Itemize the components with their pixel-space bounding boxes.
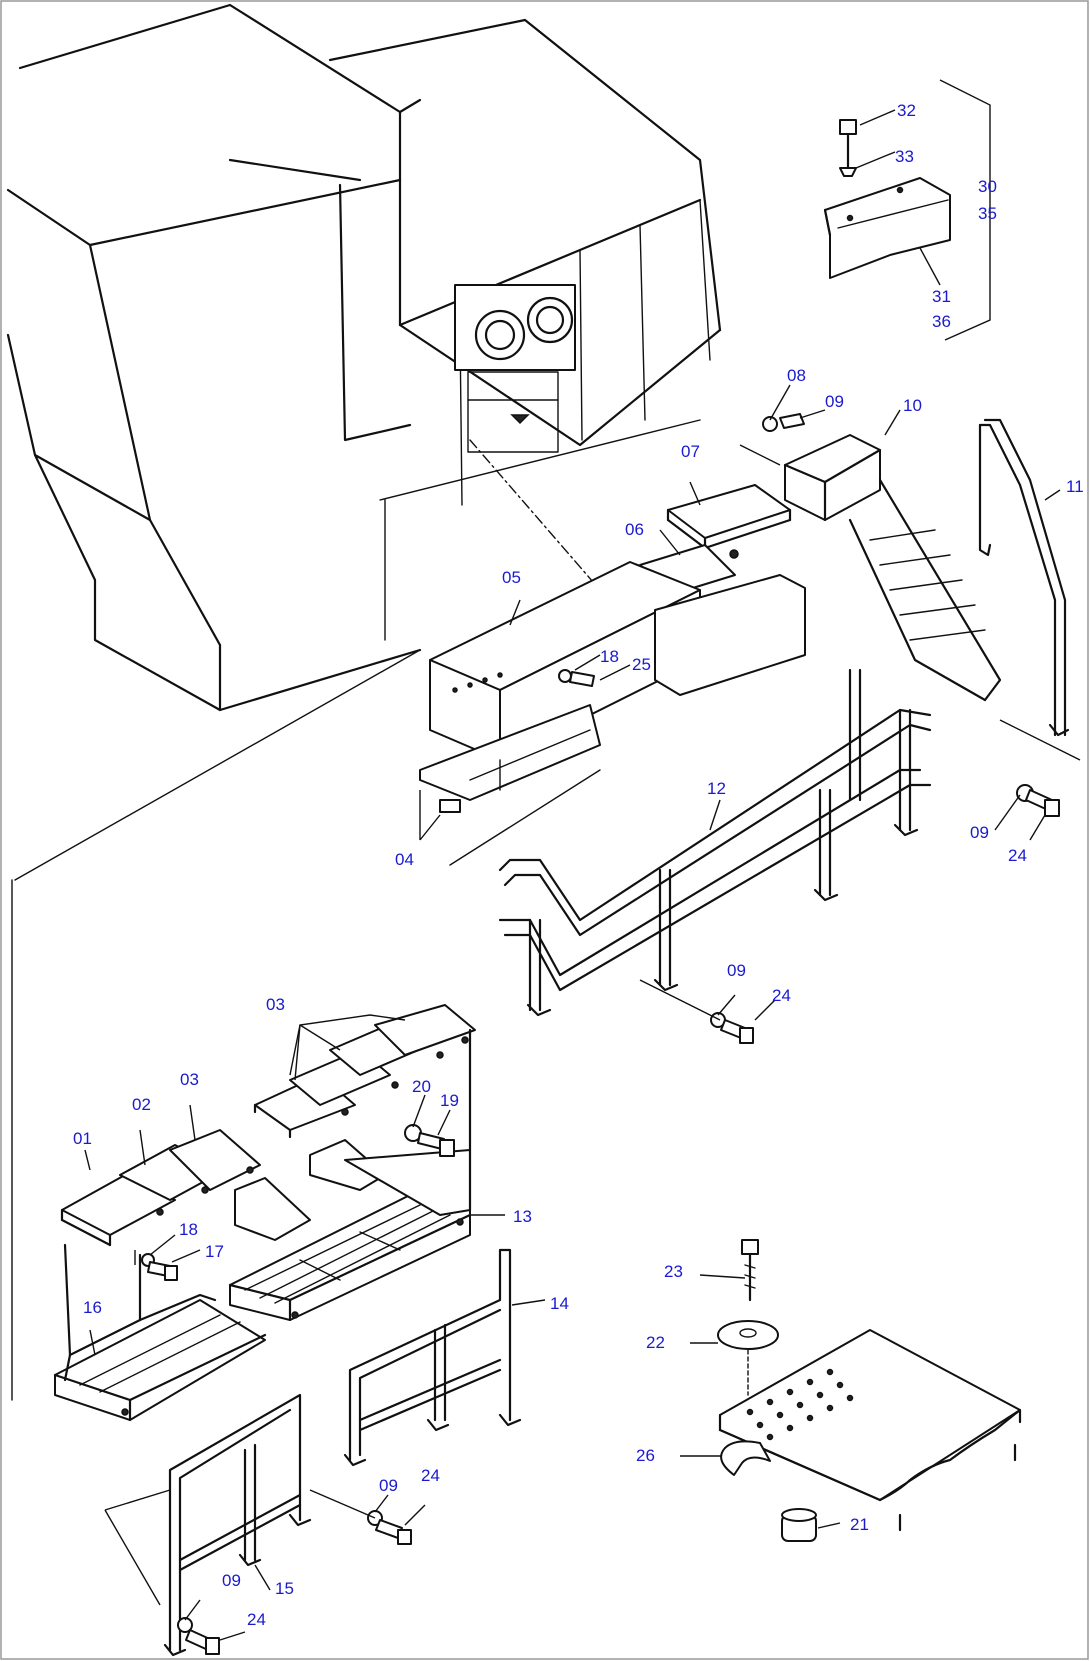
callout-25: 25 (632, 655, 651, 674)
callout-09: 09 (379, 1476, 398, 1495)
callout-03: 03 (266, 995, 285, 1014)
step-plates-03-upper (253, 1004, 476, 1139)
callout-07: 07 (681, 442, 700, 461)
handrail-14 (343, 1248, 546, 1467)
callout-33: 33 (895, 147, 914, 166)
fasteners-upper (639, 719, 1081, 1044)
step-plate-assembly (680, 1239, 1022, 1542)
callout-15: 15 (275, 1579, 294, 1598)
callout-19: 19 (440, 1091, 459, 1110)
callout-05: 05 (502, 568, 521, 587)
callout-labels: 01 02 03 03 04 05 06 07 08 09 10 11 12 0… (73, 101, 1084, 1629)
callout-24: 24 (247, 1610, 266, 1629)
callout-01: 01 (73, 1129, 92, 1148)
callout-09: 09 (222, 1571, 241, 1590)
callout-18: 18 (600, 647, 619, 666)
step-plates-01-03 (53, 1104, 267, 1422)
step-frame-13 (228, 1028, 505, 1322)
callout-32: 32 (897, 101, 916, 120)
bracket-30 (823, 79, 991, 341)
fasteners-lower (177, 1489, 426, 1655)
callout-24: 24 (1008, 846, 1027, 865)
callout-24: 24 (772, 986, 791, 1005)
callout-13: 13 (513, 1207, 532, 1226)
callout-08: 08 (787, 366, 806, 385)
callout-26: 26 (636, 1446, 655, 1465)
callout-04: 04 (395, 850, 414, 869)
callout-24: 24 (421, 1466, 440, 1485)
callout-30: 30 (978, 177, 997, 196)
callout-14: 14 (550, 1294, 569, 1313)
callout-10: 10 (903, 396, 922, 415)
callout-17: 17 (205, 1242, 224, 1261)
callout-02: 02 (132, 1095, 151, 1114)
callout-21: 21 (850, 1515, 869, 1534)
callout-22: 22 (646, 1333, 665, 1352)
callout-06: 06 (625, 520, 644, 539)
callout-09: 09 (970, 823, 989, 842)
tray-assembly-05 (419, 481, 806, 866)
machine-body (6, 3, 722, 1401)
callout-16: 16 (83, 1298, 102, 1317)
callout-36: 36 (932, 312, 951, 331)
handrail-15 (104, 1393, 312, 1657)
callout-31: 31 (932, 287, 951, 306)
callout-11: 11 (1066, 477, 1084, 496)
handrail-12 (498, 668, 932, 1017)
callout-20: 20 (412, 1077, 431, 1096)
callout-18: 18 (179, 1220, 198, 1239)
step-ladder-10 (739, 384, 1070, 737)
callout-12: 12 (707, 779, 726, 798)
callout-35: 35 (978, 204, 997, 223)
plate-holes (746, 1368, 854, 1441)
callout-09: 09 (825, 392, 844, 411)
callout-09: 09 (727, 961, 746, 980)
callout-23: 23 (664, 1262, 683, 1281)
callout-03: 03 (180, 1070, 199, 1089)
